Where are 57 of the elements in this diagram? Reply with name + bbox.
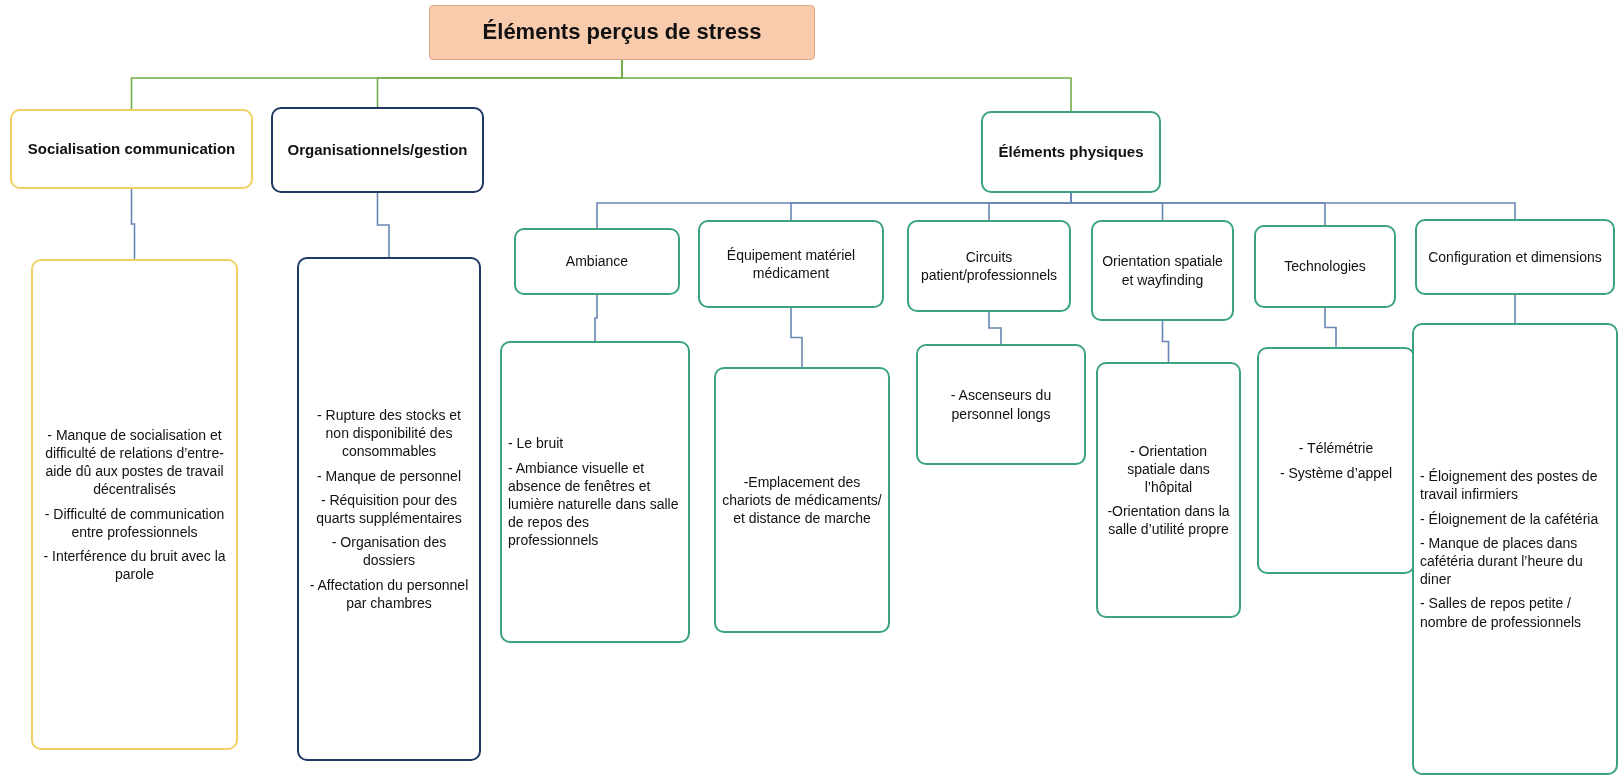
list-item: - Rupture des stocks et non disponibilité des consommables (316, 406, 462, 461)
list-item: - Télémétrie (1297, 439, 1375, 458)
list-item: - Éloignement de la cafétéria (1420, 509, 1600, 528)
category-box (271, 107, 484, 193)
list-item: - Interférence du bruit avec la parole (42, 546, 227, 584)
connector-line (790, 307, 803, 368)
title-text: Éléments perçus de stress (481, 18, 763, 47)
list-item: - Manque de personnel (316, 466, 462, 485)
list-item: -Orientation dans la salle d’utilité propre (1106, 502, 1231, 539)
subcategory-label: Circuits patient/professionnels (919, 247, 1059, 285)
category-label: Éléments physiques (997, 142, 1145, 162)
subcategory-label: Configuration et dimensions (1427, 247, 1603, 267)
item-list-box (916, 344, 1086, 465)
connector-line (1324, 307, 1337, 348)
item-list-box (714, 367, 890, 633)
title-box (429, 5, 815, 60)
list-item: -Emplacement des chariots de médicaments/ et distance de marche (722, 472, 882, 528)
subcategory-box (698, 220, 884, 308)
subcategory-box (1091, 220, 1234, 321)
list-item: - Ascenseurs du personnel longs (949, 386, 1053, 423)
category-box (981, 111, 1161, 193)
subcategory-label: Ambiance (564, 252, 630, 271)
list-item: - Affectation du personnel par chambres (308, 575, 470, 612)
item-list-box (31, 259, 238, 750)
item-list-box (1096, 362, 1241, 618)
list-item: - Manque de socialisation et difficulté de relations d’entre-aide dû aux postes de travail décentralisés (44, 425, 225, 499)
connector-line (594, 294, 598, 342)
list-item: - Réquisition pour des quarts supplémentaires (315, 490, 463, 528)
subcategory-box (1254, 225, 1396, 308)
item-list-box (297, 257, 481, 761)
item-list-box (1412, 323, 1618, 775)
connector-line (376, 192, 390, 258)
list-item: - Ambiance visuelle et absence de fenêtres et lumière naturelle dans salle de repos des professionnels (508, 458, 680, 550)
subcategory-label: Équipement matériel médicament (725, 245, 857, 283)
subcategory-box (1415, 219, 1615, 295)
subcategory-label: Technologies (1283, 257, 1367, 276)
list-item: - Éloignement des postes de travail infirmiers (1420, 467, 1599, 504)
subcategory-box (907, 220, 1071, 312)
connector-line (1514, 294, 1516, 324)
connector-line (621, 59, 1072, 112)
category-box (10, 109, 253, 189)
list-item: - Le bruit (508, 434, 565, 453)
list-item: - Manque de places dans cafétéria durant l’heure du diner (1420, 533, 1584, 589)
category-label: Socialisation communication (26, 139, 237, 159)
item-list-box (500, 341, 690, 643)
list-item: - Organisation des dossiers (330, 533, 448, 570)
subcategory-label: Orientation spatiale et wayfinding (1101, 252, 1224, 289)
category-label: Organisationnels/gestion (286, 140, 469, 160)
list-item: - Orientation spatiale dans l’hôpital (1126, 441, 1211, 497)
connector-line (1161, 320, 1170, 363)
connector-line (130, 188, 136, 260)
subcategory-box (514, 228, 680, 295)
list-item: - Difficulté de communication entre professionnels (43, 504, 226, 541)
list-item: - Salles de repos petite / nombre de professionnels (1420, 594, 1583, 631)
item-list-box (1257, 347, 1415, 574)
connector-line (988, 311, 1002, 345)
list-item: - Système d’appel (1278, 463, 1394, 482)
